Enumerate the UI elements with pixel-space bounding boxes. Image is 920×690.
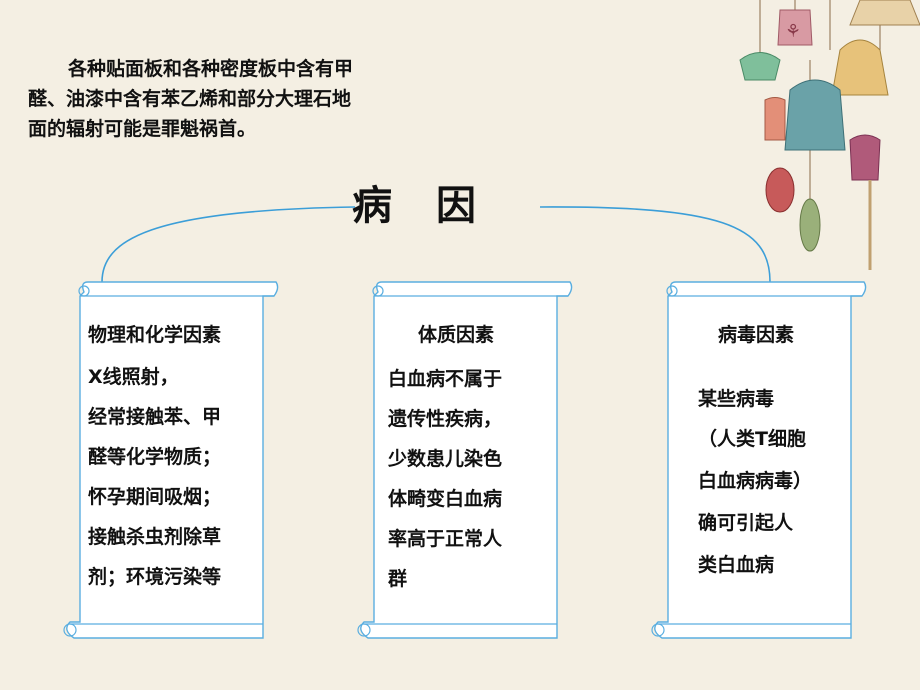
- column-line: 率高于正常人: [388, 528, 503, 550]
- column-line: 醛等化学物质；: [88, 446, 222, 468]
- column-title: 体质因素: [418, 324, 495, 346]
- scroll-frame: [651, 281, 867, 639]
- column-title: 物理和化学因素: [88, 324, 222, 346]
- column-line: 接触杀虫剂除草: [88, 526, 222, 548]
- svg-text:⚘: ⚘: [785, 21, 801, 42]
- column-line: 剂；环境污染等: [88, 566, 222, 588]
- column-line: 少数患儿染色: [388, 448, 503, 470]
- intro-paragraph: 各种贴面板和各种密度板中含有甲醛、油漆中含有苯乙烯和部分大理石地面的辐射可能是罪…: [28, 58, 354, 140]
- column-line: （人类T细胞: [698, 428, 806, 450]
- column-line: X线照射，: [88, 366, 179, 388]
- scroll-frame: [63, 281, 279, 639]
- column-title: 病毒因素: [718, 324, 795, 346]
- scroll-physical-chemical: 物理和化学因素 X线照射， 经常接触苯、甲 醛等化学物质； 怀孕期间吸烟； 接触…: [58, 278, 280, 644]
- column-line: 经常接触苯、甲: [88, 406, 222, 428]
- column-line: 确可引起人: [698, 512, 794, 534]
- wind-chime-icon: ⚘: [739, 0, 920, 270]
- scroll-virus: 病毒因素 某些病毒 （人类T细胞 白血病病毒） 确可引起人 类白血病: [646, 278, 868, 644]
- column-line: 群: [388, 568, 408, 590]
- column-line: 遗传性疾病，: [388, 408, 503, 430]
- column-line: 白血病不属于: [388, 368, 503, 390]
- column-line: 白血病病毒）: [698, 470, 813, 492]
- scroll-constitution: 体质因素 白血病不属于 遗传性疾病， 少数患儿染色 体畸变白血病 率高于正常人 …: [352, 278, 574, 644]
- column-line: 类白血病: [698, 554, 775, 576]
- column-line: 体畸变白血病: [388, 488, 503, 510]
- page-title: 病因: [352, 183, 520, 229]
- scroll-frame: [357, 281, 573, 639]
- column-line: 怀孕期间吸烟；: [88, 486, 222, 508]
- column-line: 某些病毒: [698, 388, 775, 410]
